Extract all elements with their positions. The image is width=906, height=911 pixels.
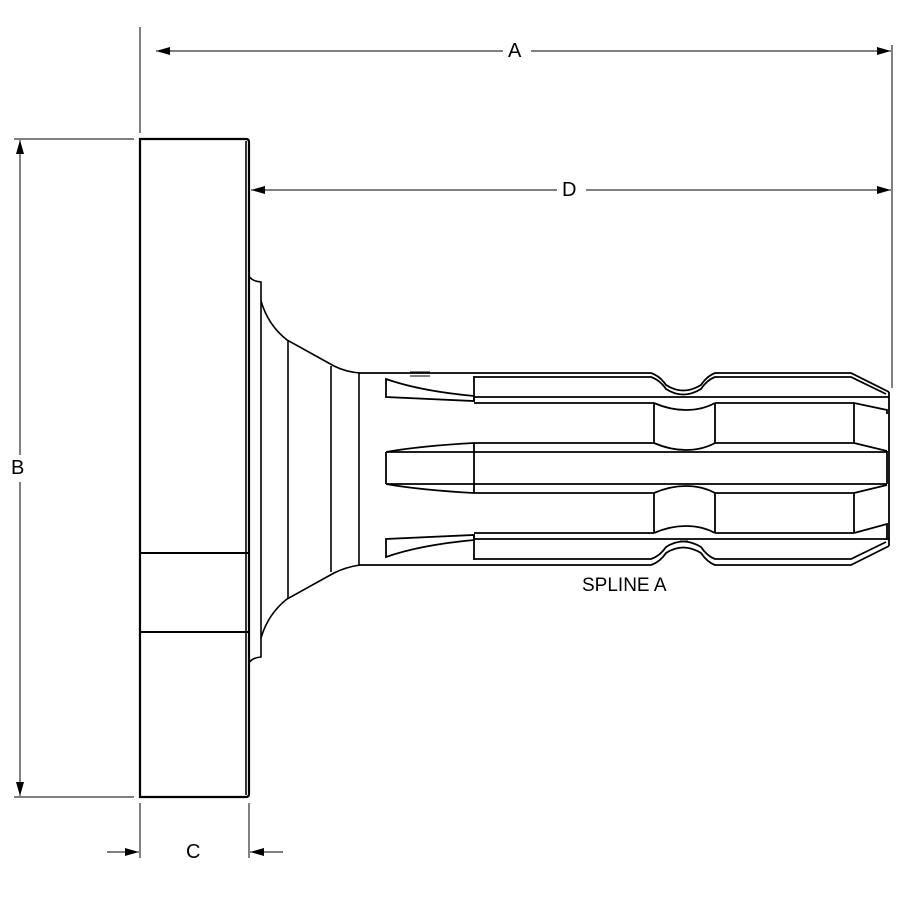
dimension-b-label: B	[7, 457, 29, 479]
dimension-b	[14, 138, 134, 798]
dimension-a	[139, 27, 893, 388]
dimension-a-label: A	[504, 40, 526, 62]
dimension-c	[107, 803, 283, 858]
flange	[138, 137, 251, 799]
spline-shaft	[359, 371, 890, 566]
dimension-d-label: D	[558, 179, 581, 201]
dimension-c-label: C	[182, 841, 205, 863]
spline-label: SPLINE A	[582, 575, 667, 596]
hub	[249, 276, 361, 663]
